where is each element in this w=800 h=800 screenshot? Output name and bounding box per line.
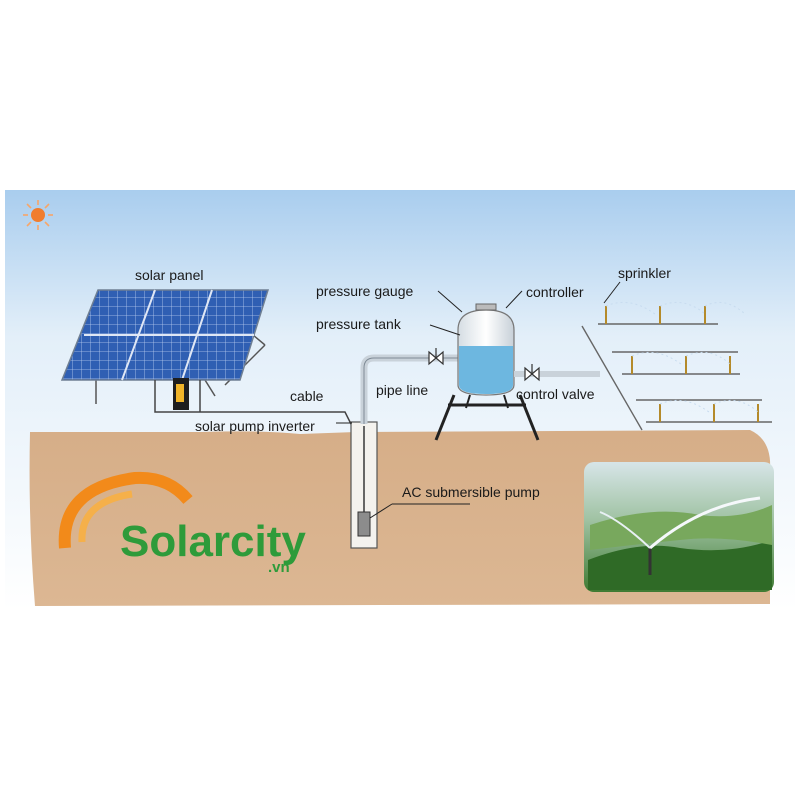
logo-name: Solarcity [120,517,306,566]
leader-lines [336,281,621,519]
solar-panel-icon [60,289,270,404]
label-ac-submersible-pump: AC submersible pump [402,484,540,500]
label-cable: cable [290,388,324,404]
submersible-pump-icon [350,421,378,549]
label-solar-panel: solar panel [135,267,204,283]
pressure-tank-icon [434,303,540,441]
label-pressure-gauge: pressure gauge [316,283,414,299]
logo-suffix: .vn [268,559,290,576]
label-pressure-tank: pressure tank [316,316,402,332]
label-control-valve: control valve [516,386,595,402]
solar-pump-inverter-box [173,378,189,410]
sprinkler-icon [581,301,772,431]
cable [154,380,353,427]
field-photo [584,462,774,592]
label-sprinkler: sprinkler [618,265,671,281]
label-controller: controller [526,284,584,300]
label-solar-pump-inverter: solar pump inverter [195,418,315,434]
solarcity-logo: Solarcity .vn [58,471,306,576]
sun-icon [23,200,53,230]
label-pipe-line: pipe line [376,382,428,398]
valve-icon [428,348,444,366]
valve-icon [524,364,540,382]
